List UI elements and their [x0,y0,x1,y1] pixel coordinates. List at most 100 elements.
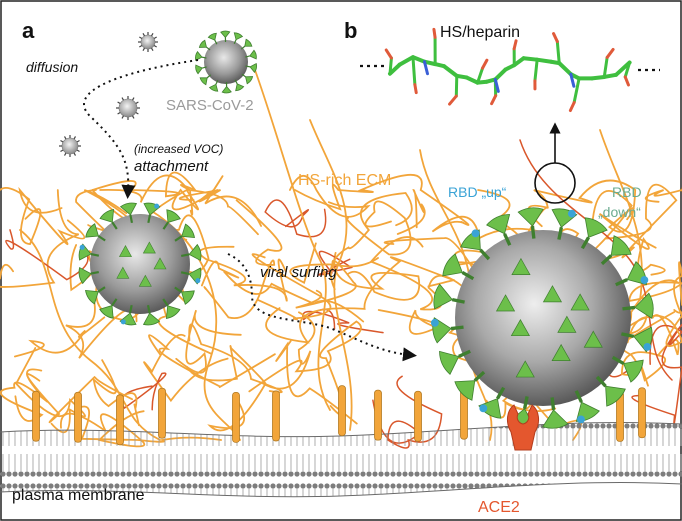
ecm-fiber [295,259,357,309]
surfing-arrow [227,253,417,362]
large-virion-spike [486,214,511,235]
medium-virion-spike [208,83,219,92]
rbd-up-site [195,278,201,284]
small-virion-spike [117,101,121,105]
large-virion-spike [611,355,625,366]
large-virion-face-spike [557,315,577,333]
large-virion-spike [503,233,512,246]
ecm-fiber [0,189,80,288]
ecm-fiber [260,311,316,390]
ecm-fiber [644,186,682,203]
ace2-label: ACE2 [478,499,520,516]
large-virion-face-spike [551,343,571,361]
panel-b-label: b [344,18,357,43]
molecule-bond [388,56,393,76]
rbd-up-site [79,244,85,250]
molecule-bond [411,55,417,87]
molecule-nitrogen [422,60,429,76]
ecm-fiber [186,345,267,432]
proteoglycan-rod [374,389,382,441]
rbd-up-site [479,404,488,413]
molecule-bond [623,61,632,79]
medium-virion-spike [244,38,253,47]
medium-virion-spike [199,77,208,86]
large-virion-face-spike [583,330,603,348]
proteoglycan-rod [232,391,240,443]
large-virion-spike [557,226,564,240]
sars-cov-2-virion [195,30,257,94]
ecm-fiber [377,309,440,335]
ecm-fiber [149,209,241,441]
ecm-fiber [275,340,358,425]
molecule-bond [572,76,581,105]
molecule-bond [589,74,607,81]
large-virion-spike [458,349,471,358]
ecm-fiber [309,119,353,431]
proteoglycan-rod [414,390,422,442]
molecule-oxygen [605,47,615,59]
small-virion [118,98,138,118]
attached-virion-spike [174,235,183,242]
attached-virion-spike [85,223,99,238]
small-virion-spike [139,36,143,40]
diffusion-arrow [83,59,199,199]
virus-name-label: SARS-CoV-2 [166,97,254,114]
ecm-label: HS-rich ECM [298,172,391,189]
attached-virion-spike [128,304,133,314]
ecm-fiber [333,252,421,301]
ecm-fiber [289,242,379,284]
large-virion-spike [623,359,644,383]
ecm-fiber [203,199,283,320]
rbd-up-label: RBD „up“ [448,184,507,200]
molecule-bond [602,55,609,79]
large-virion-spike [542,409,569,429]
attached-virion-spike [119,202,138,216]
medium-virion-body [204,40,248,84]
proteoglycan-rod [338,385,346,437]
large-virion-spike [550,397,556,411]
medium-virion-spike [195,64,203,75]
ecm-fiber [533,179,637,233]
ecm-fiber [519,139,673,381]
large-virion-spike [530,225,536,239]
rbd-up-site [567,209,576,218]
molecule-bond [555,40,561,65]
medium-virion-spike [214,39,218,45]
small-virion-spike [131,115,135,119]
medium-virion-spike [215,79,219,85]
medium-virion-spike [249,49,257,60]
ecm-fiber [251,253,332,321]
large-virion-spike [495,386,506,400]
medium-virion-spike [245,65,251,68]
molecule-bond [557,61,573,77]
molecule-bond [533,58,539,83]
attached-virion [78,202,202,326]
medium-virion-spike [234,79,238,85]
ecm-fiber [294,173,470,226]
medium-virion-spike [221,85,232,94]
large-virion-spike [622,305,636,311]
proteoglycan-rods [32,385,646,446]
attached-virion-spike [142,312,161,326]
attached-virion-spike [90,270,99,275]
attached-virion-spike [147,214,152,224]
molecule-oxygen [384,48,393,60]
heparin-molecule [384,27,632,113]
ecm-fiber [92,359,140,427]
large-virion-spike [615,278,628,287]
proteoglycan-rod [74,391,82,443]
medium-virion-spike [245,76,254,85]
large-virion-spike [605,385,626,407]
small-virion-spike [142,33,146,37]
medium-virion-spike [233,32,244,41]
rbd-up-site [471,229,480,238]
medium-virion-spike [202,66,207,69]
molecule-oxygen [481,58,489,70]
large-virion-spike [595,375,607,388]
attached-virion-spike [180,271,190,276]
molecule-bond [476,66,485,85]
attached-virion-spike [97,286,106,293]
small-virion-spike [153,36,157,40]
molecule-oxygen [552,32,559,44]
molecule-nitrogen [493,77,500,93]
